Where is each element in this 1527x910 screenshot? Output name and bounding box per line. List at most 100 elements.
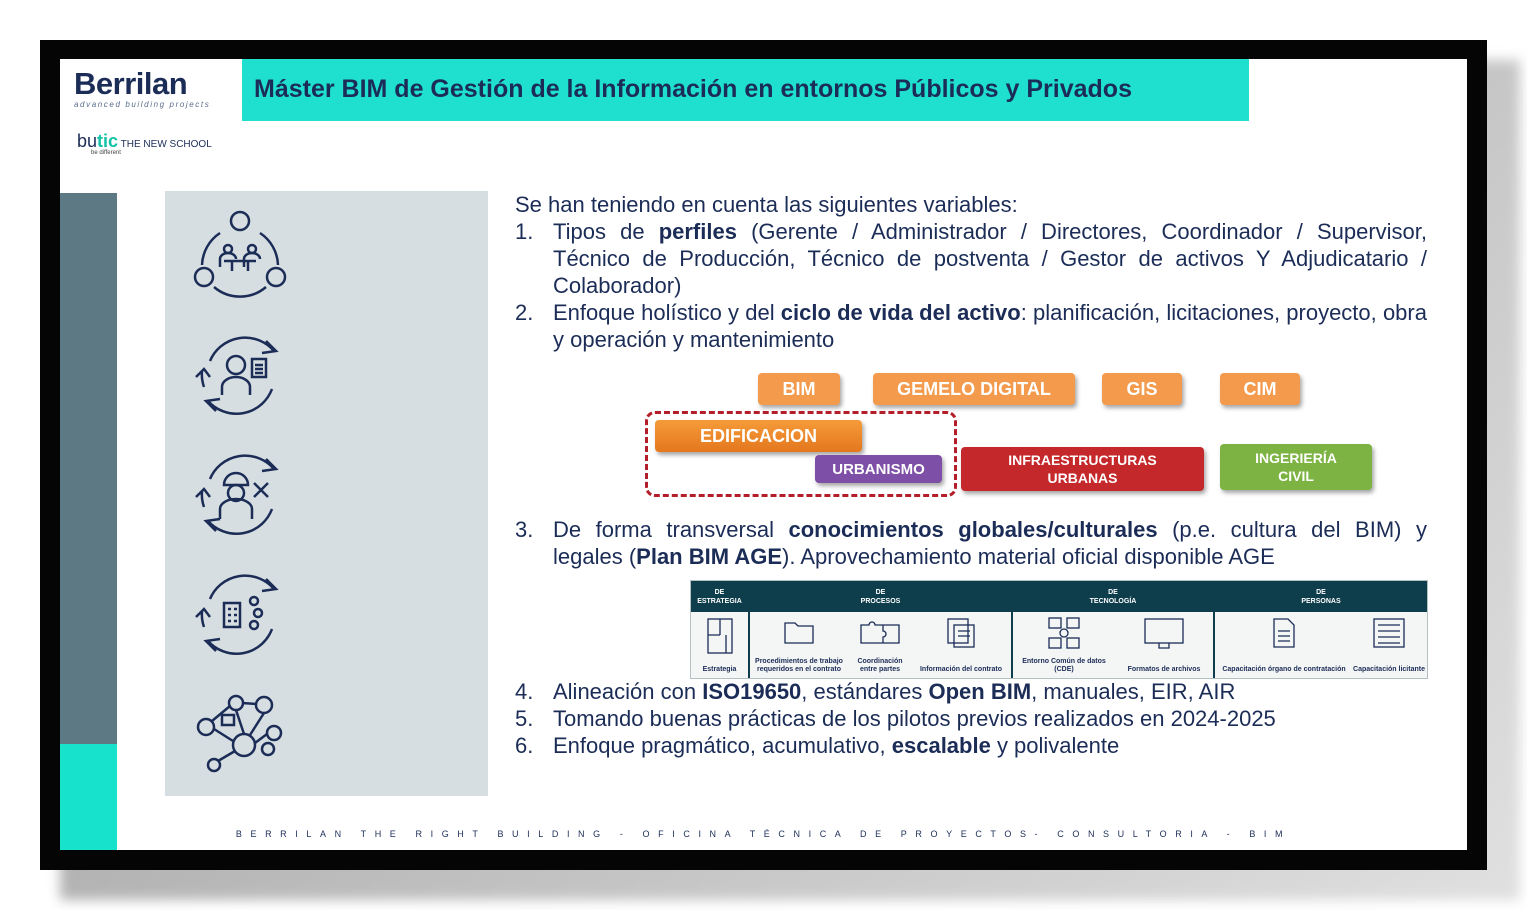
footer: BERRILAN THE RIGHT BUILDING - OFICINA TÉ… xyxy=(235,829,1292,839)
cell-label: Estrategia xyxy=(702,666,737,673)
header-line: PROCESOS xyxy=(860,597,901,605)
divider xyxy=(748,581,750,678)
page-title: Máster BIM de Gestión de la Información … xyxy=(254,75,1132,103)
age-cell: Entorno Común de datos (CDE) xyxy=(1015,614,1113,676)
item-text: Enfoque pragmático, acumulativo, xyxy=(553,733,892,758)
item-bold: Open BIM xyxy=(928,679,1032,704)
item-bold: ciclo de vida del activo xyxy=(780,300,1021,325)
list-number: 6. xyxy=(515,733,534,758)
list-item: 4. Alineación con ISO19650, estándares O… xyxy=(515,678,1427,705)
age-cell: Información del contrato xyxy=(913,614,1009,676)
chip-gis: GIS xyxy=(1102,373,1182,405)
cde-icon xyxy=(1048,617,1080,649)
left-accent-band-bottom xyxy=(60,744,117,850)
highlight-box xyxy=(645,411,957,497)
cell-label: Entorno Común de datos (CDE) xyxy=(1022,658,1106,673)
logo-tagline: advanced building projects xyxy=(74,100,211,109)
technician-cycle-icon xyxy=(195,454,279,535)
chip-line: INGERIERÍA xyxy=(1255,450,1337,466)
item-text: Alineación con xyxy=(553,679,703,704)
cell-label: Capacitación licitante xyxy=(1353,666,1425,673)
slide: Berrilan advanced building projects buti… xyxy=(60,59,1467,850)
item-bold: conocimientos globales/culturales xyxy=(788,517,1158,542)
header-line: DE xyxy=(1316,588,1326,596)
document-icon xyxy=(1273,618,1295,648)
chip-bim: BIM xyxy=(758,373,840,405)
age-cell: Procedimientos de trabajo requeridos en … xyxy=(751,614,847,676)
item-text: (Gerente / Administrador / Directores, C… xyxy=(553,219,1427,298)
header-line: ESTRATEGIA xyxy=(697,597,742,605)
puzzle-icon xyxy=(860,621,900,644)
cell-label: Capacitación órgano de contratación xyxy=(1222,666,1346,673)
cell-label: Información del contrato xyxy=(919,666,1003,673)
chip-gemelo-digital: GEMELO DIGITAL xyxy=(873,373,1075,405)
header-line: PERSONAS xyxy=(1301,597,1341,605)
item-text: y polivalente xyxy=(990,733,1120,758)
list-item: 6. Enfoque pragmático, acumulativo, esca… xyxy=(515,732,1427,759)
butic-logo: butic THE NEW SCHOOL be different xyxy=(77,131,212,156)
manager-cycle-icon xyxy=(195,336,279,415)
item-bold: Plan BIM AGE xyxy=(636,544,783,569)
cell-label: Formatos de archivos xyxy=(1127,666,1201,673)
list-number: 1. xyxy=(515,219,534,244)
item-text: Tipos de xyxy=(553,219,659,244)
butic-tagline: be different xyxy=(91,150,121,156)
item-text: , manuales, EIR, AIR xyxy=(1031,679,1236,704)
folder-icon xyxy=(784,622,814,644)
logo-brand: Berrilan xyxy=(74,66,188,101)
header-line: DE xyxy=(875,588,886,596)
item-text: : planificación, licitaciones, proyecto,… xyxy=(553,300,1427,352)
chip-line: URBANAS xyxy=(1047,470,1118,486)
age-cell: Capacitación licitante xyxy=(1351,614,1427,676)
title-bar: Máster BIM de Gestión de la Información … xyxy=(242,59,1249,121)
item-text: Enfoque holístico y del xyxy=(553,300,781,325)
header-line: DE xyxy=(714,588,725,596)
butic-bu: bu xyxy=(77,131,98,151)
chip-ingenieria-civil: INGERIERÍA CIVIL xyxy=(1220,444,1372,490)
cell-label: Procedimientos de trabajo requeridos en … xyxy=(755,658,843,673)
item-bold: perfiles xyxy=(658,219,737,244)
variables-list: 1. Tipos de perfiles (Gerente / Administ… xyxy=(515,218,1427,759)
item-text: De forma transversal xyxy=(553,517,789,542)
monitor-icon xyxy=(1144,618,1184,649)
people-network-icon xyxy=(196,694,283,773)
age-cell: Coordinación entre partes xyxy=(849,614,911,676)
chip-edificacion: EDIFICACION xyxy=(655,420,862,452)
item-text: , estándares xyxy=(801,679,929,704)
item-text: (p.e. cultura del BIM) y legales ( xyxy=(553,517,1427,569)
list-number: 5. xyxy=(515,706,534,731)
header-line: DE xyxy=(1108,588,1118,596)
list-item: 3. De forma transversal conocimientos gl… xyxy=(515,516,1427,570)
content: Se han teniendo en cuenta las siguientes… xyxy=(515,191,1427,759)
item-text: ). Aprovechamiento material oficial disp… xyxy=(782,544,1275,569)
checklist-icon xyxy=(1373,618,1405,648)
intro-text: Se han teniendo en cuenta las siguientes… xyxy=(515,192,1018,217)
butic-school: THE NEW SCHOOL xyxy=(120,139,212,150)
list-item: 2. Enfoque holístico y del ciclo de vida… xyxy=(515,299,1427,353)
chip-urbanismo: URBANISMO xyxy=(815,455,942,483)
age-cell: Capacitación órgano de contratación xyxy=(1217,614,1351,676)
list-item: 5. Tomando buenas prácticas de los pilot… xyxy=(515,705,1427,732)
list-item: 1. Tipos de perfiles (Gerente / Administ… xyxy=(515,218,1427,299)
chip-line: INFRAESTRUCTURAS xyxy=(1008,452,1157,468)
building-people-cycle-icon xyxy=(195,574,279,655)
chip-infraestructuras: INFRAESTRUCTURAS URBANAS xyxy=(961,447,1204,491)
divider xyxy=(1011,581,1013,678)
item-bold: escalable xyxy=(891,733,991,758)
item-bold: ISO19650 xyxy=(702,679,802,704)
meeting-cycle-icon xyxy=(193,210,287,298)
left-accent-band xyxy=(60,193,117,744)
age-cell: Formatos de archivos xyxy=(1115,614,1213,676)
icon-panel xyxy=(165,191,488,796)
chip-line: CIVIL xyxy=(1278,468,1314,484)
contract-info-icon xyxy=(947,618,975,648)
age-cell: Estrategia xyxy=(691,614,748,676)
list-number: 4. xyxy=(515,679,534,704)
header-line: TECNOLOGÍA xyxy=(1089,597,1137,605)
strategy-icon xyxy=(706,618,733,654)
